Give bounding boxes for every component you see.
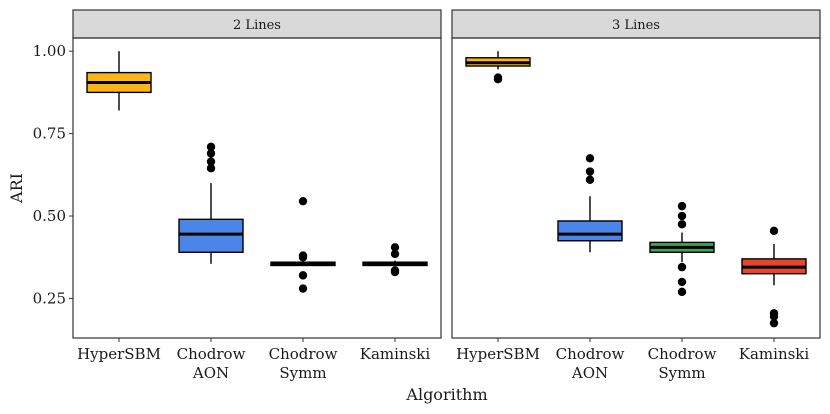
y-axis-title: ARI	[7, 173, 26, 204]
outlier-point	[769, 226, 779, 236]
box-body	[557, 220, 623, 242]
outlier-point	[677, 287, 687, 297]
x-tick-label: HyperSBM	[456, 345, 540, 363]
outlier-point	[677, 220, 687, 229]
x-tick-label-line: Symm	[658, 364, 705, 382]
x-tick-label-line: AON	[571, 364, 608, 382]
x-tick-label-line: HyperSBM	[456, 345, 540, 363]
outlier-point	[206, 142, 216, 151]
panel-strip	[72, 9, 442, 39]
outlier-point	[206, 164, 216, 173]
outlier-point	[769, 312, 779, 321]
y-tick-label: 0.50	[33, 207, 66, 225]
panel-frame	[451, 37, 821, 339]
outlier-point	[390, 267, 400, 277]
x-tick-label: Kaminski	[360, 345, 431, 363]
outlier-point	[298, 196, 308, 206]
box-ChodrowSymm	[649, 201, 715, 297]
panel-title: 2 Lines	[233, 18, 281, 33]
outlier-point	[298, 271, 308, 280]
box-HyperSBM	[86, 51, 152, 111]
panel-title: 3 Lines	[612, 18, 660, 33]
outlier-point	[493, 75, 503, 84]
x-tick-label-line: AON	[192, 364, 229, 382]
box-ChodrowSymm	[270, 196, 336, 293]
x-tick-label-line: HyperSBM	[77, 345, 161, 363]
x-tick-label-line: Chodrow	[269, 345, 338, 363]
box-Kaminski	[362, 243, 428, 277]
x-axis-title: Algorithm	[405, 385, 487, 404]
x-tick-label-line: Chodrow	[177, 345, 246, 363]
outlier-point	[585, 167, 595, 176]
panel-strip	[451, 9, 821, 39]
outlier-point	[206, 157, 216, 166]
box-Kaminski	[741, 226, 807, 328]
outlier-point	[298, 253, 308, 262]
outlier-point	[769, 318, 779, 328]
box-ChodrowAON	[557, 154, 623, 253]
outlier-point	[390, 243, 400, 252]
y-axis: 0.25 0.50 0.75 1.00	[33, 42, 73, 307]
box-ChodrowAON	[178, 142, 244, 264]
box-body	[178, 218, 244, 253]
outlier-point	[206, 149, 216, 158]
outlier-point	[390, 249, 400, 259]
x-tick-label-line: Chodrow	[556, 345, 625, 363]
y-tick-label: 1.00	[33, 42, 66, 60]
y-tick-label: 0.75	[33, 125, 66, 143]
outlier-point	[677, 262, 687, 272]
outlier-point	[677, 277, 687, 287]
outlier-point	[585, 175, 595, 184]
outlier-point	[677, 211, 687, 221]
outlier-point	[677, 201, 687, 211]
x-tick-label-line: Kaminski	[360, 345, 431, 363]
y-tick-label: 0.25	[33, 289, 66, 307]
panel-frame	[72, 37, 442, 339]
x-tick-label-line: Symm	[279, 364, 326, 382]
outlier-point	[298, 284, 308, 293]
x-tick-label-line: Chodrow	[648, 345, 717, 363]
x-tick-label: HyperSBM	[77, 345, 161, 363]
outlier-point	[585, 154, 595, 163]
box-HyperSBM	[465, 51, 531, 84]
x-tick-label: Kaminski	[739, 345, 810, 363]
x-tick-label-line: Kaminski	[739, 345, 810, 363]
